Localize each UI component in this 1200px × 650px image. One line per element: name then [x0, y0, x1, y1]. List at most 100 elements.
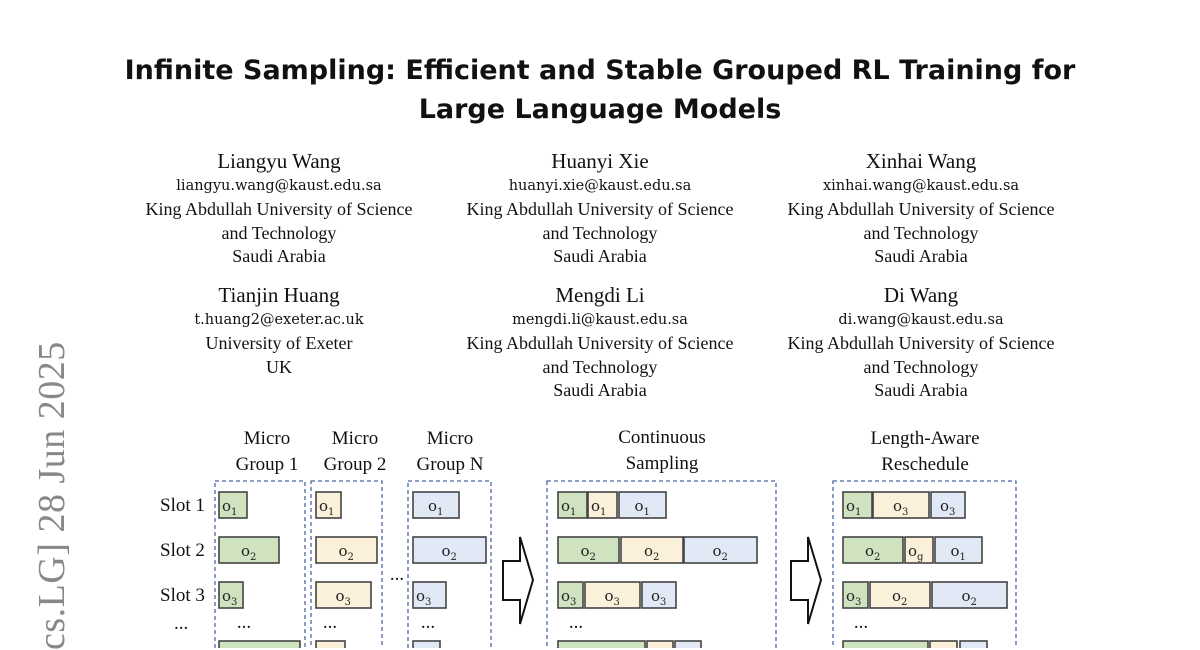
- group-label: Group N: [416, 454, 483, 475]
- ellipsis: ...: [237, 612, 251, 633]
- sample-box-green: [218, 536, 280, 564]
- sample-box-green: [557, 536, 620, 564]
- sample-box-blue: [618, 491, 667, 519]
- sample-box-yellow: [315, 640, 346, 648]
- group-label: Group 2: [324, 454, 387, 475]
- sample-label: o2: [581, 542, 596, 563]
- micro-group-2-frame: [310, 480, 383, 648]
- sample-label: o1: [635, 497, 650, 518]
- ellipsis: ...: [569, 612, 583, 633]
- author-affiliation: Saudi Arabia: [553, 246, 647, 266]
- sample-label: o1: [951, 542, 966, 563]
- sample-label: o2: [892, 587, 907, 608]
- author-affiliation: and Technology: [542, 222, 658, 243]
- sample-label: o1: [319, 497, 334, 518]
- author-email[interactable]: di.wang@kaust.edu.sa: [838, 312, 1004, 328]
- sample-box-yellow: [315, 491, 342, 519]
- ellipsis: ...: [854, 612, 868, 633]
- author-affiliation: Saudi Arabia: [874, 246, 968, 266]
- sample-box-green: [557, 491, 588, 519]
- author-affiliation: King Abdullah University of Science: [787, 199, 1055, 219]
- group-label: Group 1: [236, 454, 299, 475]
- slot-label: Slot 2: [160, 540, 205, 561]
- sample-box-blue: [412, 581, 447, 609]
- sample-box-blue: [412, 491, 460, 519]
- sample-label: o1: [561, 497, 576, 518]
- sample-box-blue: [641, 581, 677, 609]
- author-email[interactable]: huanyi.xie@kaust.edu.sa: [508, 178, 692, 194]
- author-affiliation: King Abdullah University of Science: [466, 199, 734, 219]
- sample-label: o1: [428, 497, 443, 518]
- ellipsis: ...: [421, 612, 435, 633]
- continuous-sampling-label: Continuous: [618, 427, 706, 448]
- sample-box-blue: [931, 581, 1008, 609]
- sample-box-blue: [412, 640, 441, 648]
- sample-label: o2: [865, 542, 880, 563]
- author-name: Huanyi Xie: [551, 149, 649, 173]
- ellipsis: ...: [390, 564, 404, 585]
- author-email[interactable]: mengdi.li@kaust.edu.sa: [512, 312, 688, 328]
- paper-title-line-2: Large Language Models: [418, 94, 782, 125]
- slot-label: ...: [174, 613, 188, 634]
- author-affiliation: UK: [266, 356, 292, 377]
- sample-box-yellow: [904, 536, 934, 564]
- sample-box-blue: [934, 536, 983, 564]
- sample-label: o3: [846, 587, 861, 608]
- sample-box-yellow: [646, 640, 674, 648]
- sample-label: o2: [713, 542, 728, 563]
- author-name: Di Wang: [883, 283, 959, 307]
- sample-box-green: [557, 640, 646, 648]
- sample-label: o2: [962, 587, 977, 608]
- micro-group-1-frame: [214, 480, 306, 648]
- author-email[interactable]: liangyu.wang@kaust.edu.sa: [176, 178, 382, 194]
- slot-label: Slot 3: [160, 585, 205, 606]
- author-email[interactable]: xinhai.wang@kaust.edu.sa: [822, 178, 1020, 194]
- author-name: Mengdi Li: [555, 283, 645, 307]
- author-name: Liangyu Wang: [217, 149, 341, 173]
- right-arrow-icon: [502, 536, 535, 625]
- sample-box-green: [218, 581, 244, 609]
- author-name: Xinhai Wang: [865, 149, 977, 173]
- sample-label: o2: [644, 542, 659, 563]
- sample-box-green: [842, 491, 873, 519]
- group-label: Micro: [427, 428, 473, 449]
- author-affiliation: and Technology: [221, 222, 337, 243]
- sample-label: o3: [561, 587, 576, 608]
- sample-label: og: [908, 542, 924, 563]
- sample-label: o3: [605, 587, 620, 608]
- author-affiliation: and Technology: [863, 356, 979, 377]
- author-affiliation: King Abdullah University of Science: [466, 333, 734, 353]
- sample-label: o3: [416, 587, 431, 608]
- sample-label: o2: [339, 542, 354, 563]
- sample-box-yellow: [315, 536, 378, 564]
- sample-label: o1: [846, 497, 861, 518]
- author-affiliation: King Abdullah University of Science: [145, 199, 413, 219]
- sample-box-yellow: [620, 536, 684, 564]
- sample-box-green: [842, 536, 904, 564]
- group-label: Micro: [332, 428, 378, 449]
- sample-label: o2: [442, 542, 457, 563]
- author-affiliation: and Technology: [863, 222, 979, 243]
- author-affiliation: Saudi Arabia: [553, 380, 647, 400]
- author-affiliation: Saudi Arabia: [874, 380, 968, 400]
- micro-group-n-frame: [407, 480, 492, 648]
- sample-label: o3: [940, 497, 955, 518]
- sample-label: o3: [222, 587, 237, 608]
- sample-box-blue: [683, 536, 758, 564]
- sample-box-blue: [412, 536, 487, 564]
- author-affiliation: King Abdullah University of Science: [787, 333, 1055, 353]
- author-affiliation: Saudi Arabia: [232, 246, 326, 266]
- sample-box-yellow: [584, 581, 641, 609]
- reschedule-label: Reschedule: [881, 454, 969, 475]
- sample-box-blue: [959, 640, 988, 648]
- paper-title-line-1: Infinite Sampling: Efficient and Stable …: [124, 55, 1076, 86]
- sample-label: o3: [893, 497, 908, 518]
- author-email[interactable]: t.huang2@exeter.ac.uk: [194, 312, 364, 328]
